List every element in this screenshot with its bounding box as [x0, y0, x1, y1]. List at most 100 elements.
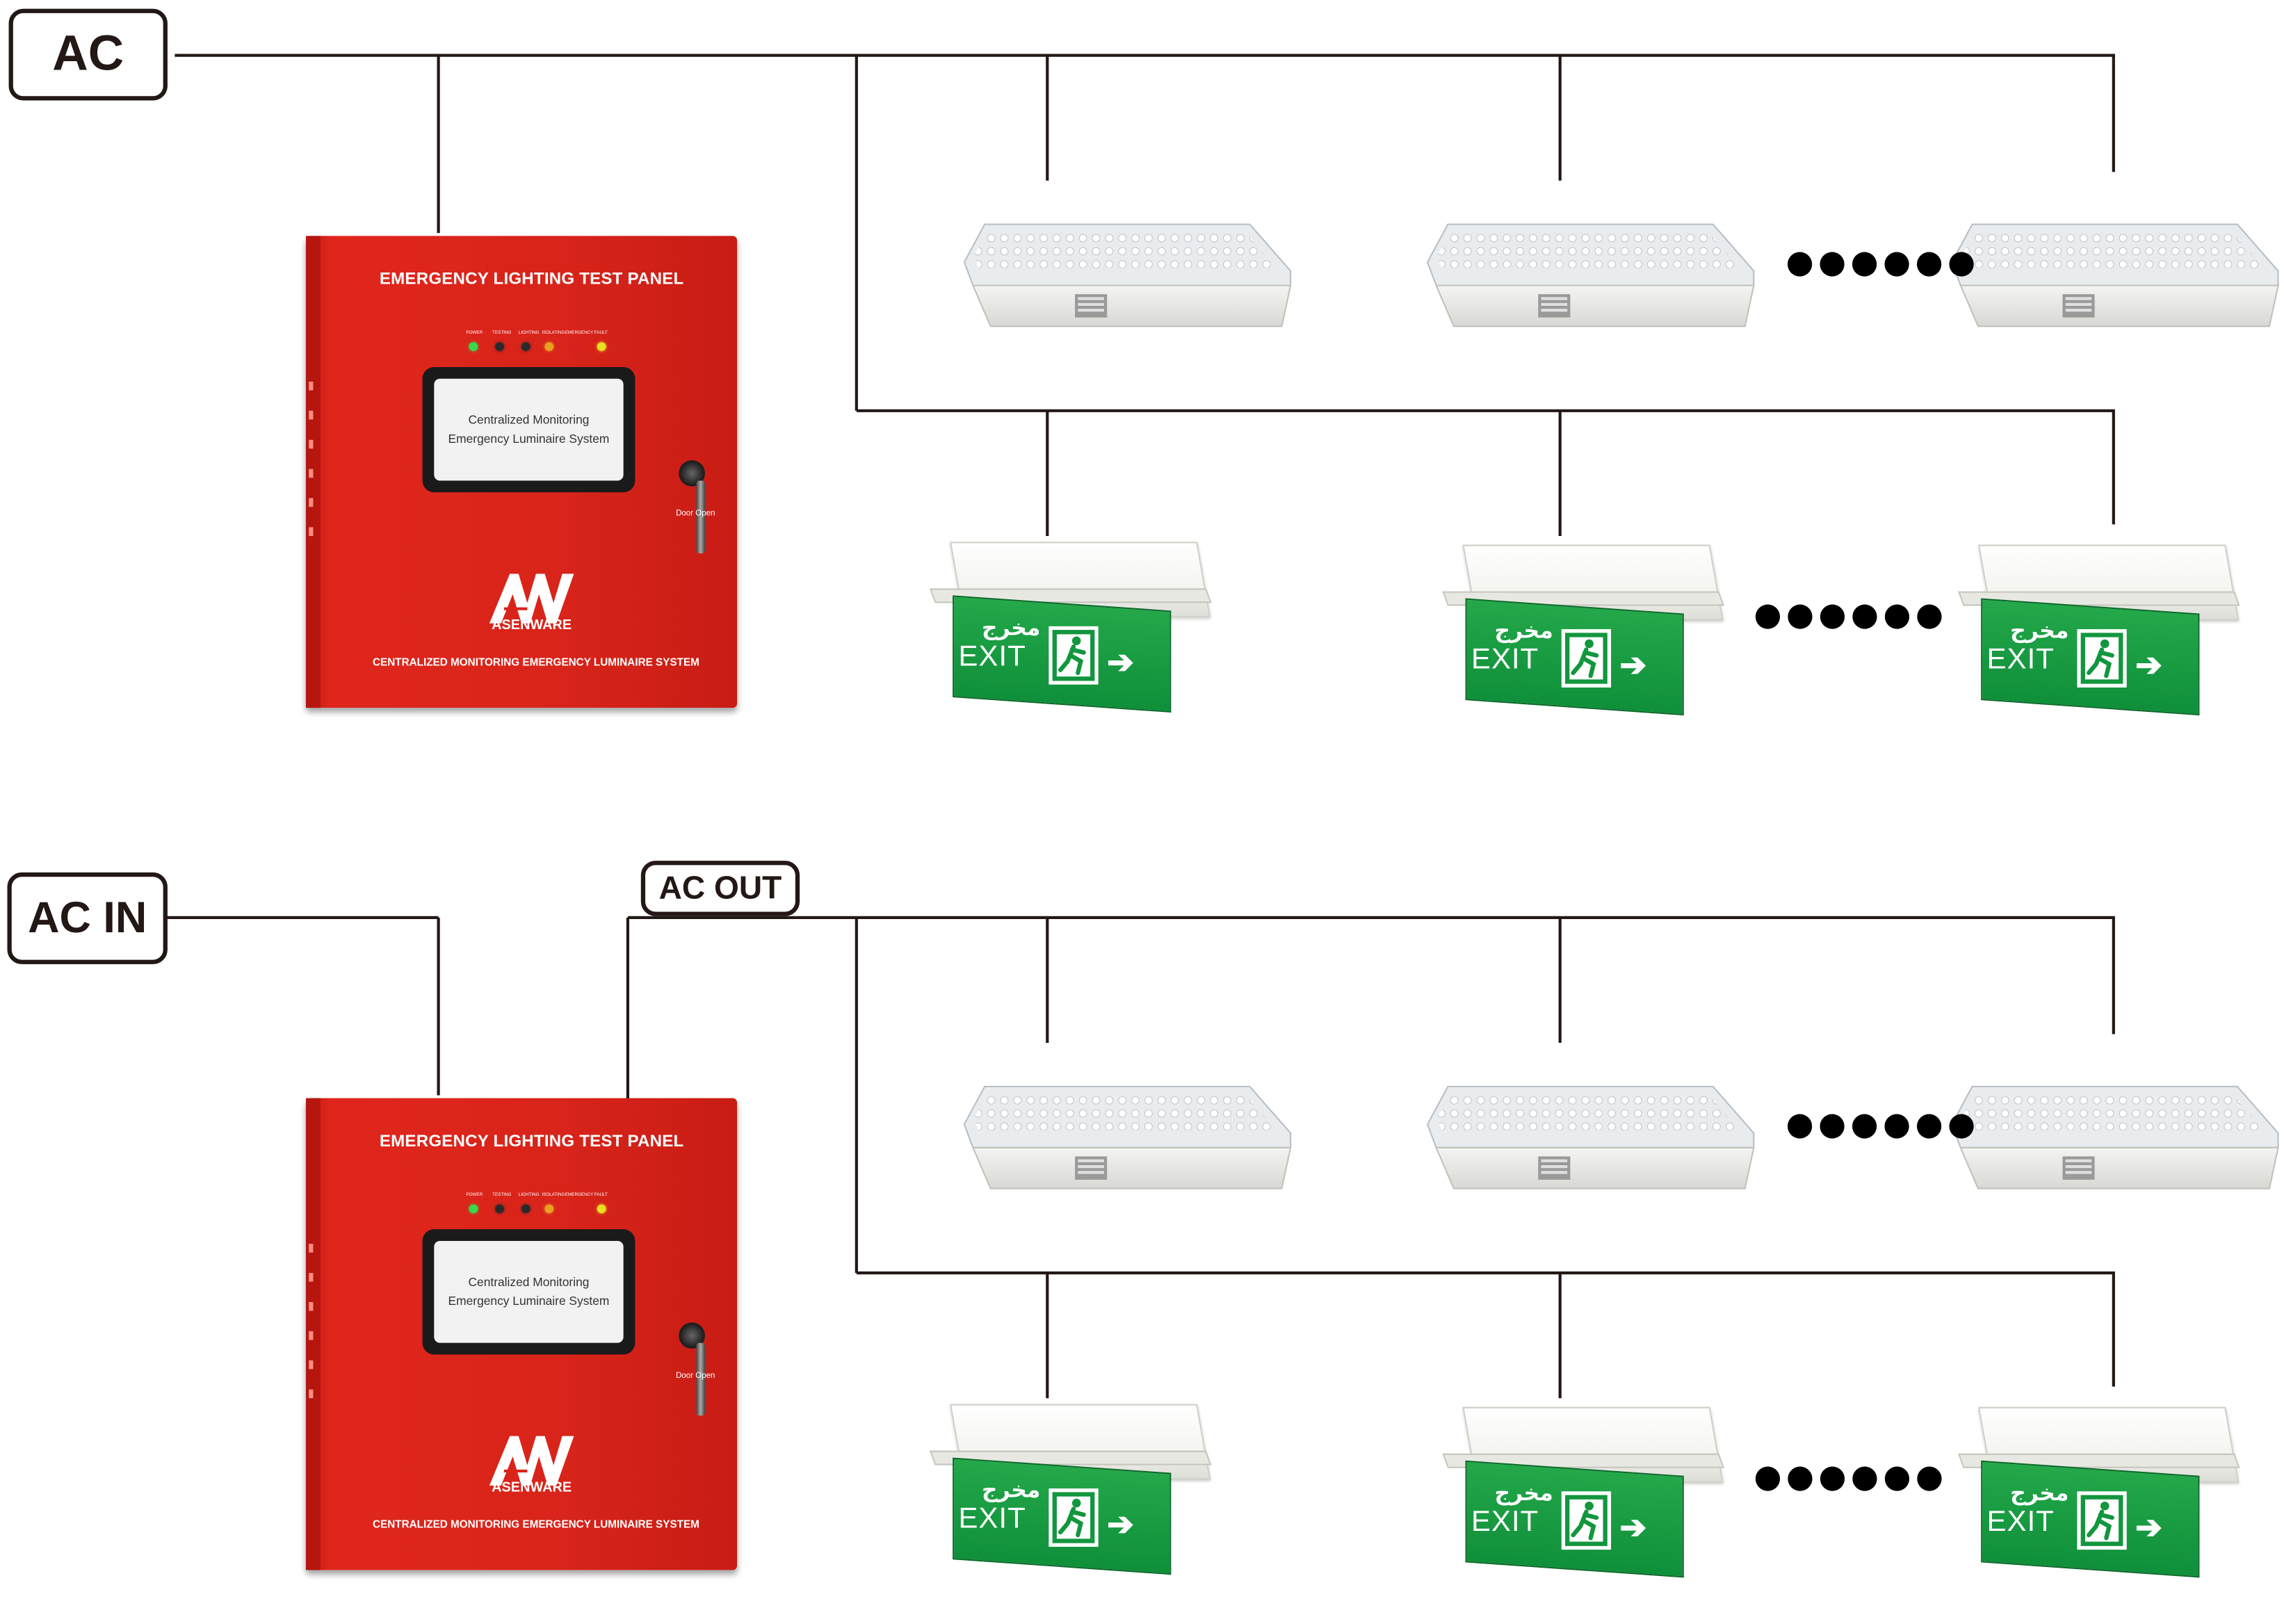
- vent-slot: [309, 1301, 314, 1311]
- running-man-icon: [2077, 629, 2127, 688]
- vent-slot: [309, 410, 314, 420]
- led-indicator: [597, 1204, 606, 1214]
- exit-text: EXIT: [1471, 1506, 1539, 1538]
- panel-screen-inner: Centralized Monitoring Emergency Luminai…: [434, 1240, 624, 1343]
- brand-name: ASENWARE: [492, 1479, 572, 1496]
- exit-text: EXIT: [958, 640, 1026, 673]
- led-label: EMERGENCY: [565, 329, 594, 335]
- brand-name: ASENWARE: [492, 617, 572, 634]
- ac-label: AC: [8, 8, 168, 101]
- door-label: Door Open: [676, 1372, 715, 1381]
- led-label: EMERGENCY: [565, 1191, 594, 1198]
- led-label: ISOLATING: [542, 329, 565, 335]
- panel-title: EMERGENCY LIGHTING TEST PANEL: [379, 1132, 684, 1151]
- led-indicator: [469, 342, 478, 351]
- vent-slot: [309, 439, 314, 449]
- asenware-logo-icon: [489, 1436, 574, 1486]
- running-man-icon: [1561, 1491, 1612, 1550]
- bulkhead-light-drawing: [1951, 223, 2279, 327]
- panel-screen-inner: Centralized Monitoring Emergency Luminai…: [434, 378, 624, 481]
- panel-title: EMERGENCY LIGHTING TEST PANEL: [379, 270, 684, 289]
- exit-sign: مخرج EXIT ➔: [929, 542, 1224, 713]
- exit-text: EXIT: [1471, 643, 1539, 676]
- right-arrow-icon: ➔: [2135, 647, 2162, 683]
- bulkhead-light-drawing: [963, 1085, 1292, 1189]
- led-indicator: [521, 1204, 530, 1214]
- key-icon: [696, 480, 705, 554]
- emergency-bulkhead-light: [1422, 218, 1757, 329]
- panel-screen: Centralized Monitoring Emergency Luminai…: [422, 366, 635, 493]
- vent-slot: [309, 527, 314, 536]
- emergency-bulkhead-light: [1946, 1080, 2281, 1191]
- right-arrow-icon: ➔: [2135, 1509, 2162, 1545]
- emergency-bulkhead-light: [959, 1080, 1294, 1191]
- led-row: POWER TESTING LIGHTING ISOLATING EMERGEN…: [457, 1189, 608, 1218]
- led-label: POWER: [466, 329, 483, 335]
- emergency-bulkhead-light: [959, 218, 1294, 329]
- running-man-icon: [1048, 626, 1099, 685]
- more-exit-signs-ellipsis: ●●●●●●: [1754, 1459, 1948, 1496]
- led-indicator: [597, 342, 606, 351]
- right-arrow-icon: ➔: [1107, 643, 1134, 681]
- vent-slot: [309, 1273, 314, 1282]
- exit-arabic-text: مخرج: [1494, 1479, 1553, 1507]
- vent-slot: [309, 498, 314, 508]
- test-panel-1: EMERGENCY LIGHTING TEST PANEL POWER TEST…: [305, 236, 743, 716]
- screen-line-1: Centralized Monitoring: [468, 412, 590, 427]
- exit-arabic-text: مخرج: [2010, 617, 2069, 644]
- screen-line-1: Centralized Monitoring: [468, 1274, 590, 1290]
- running-man-icon: [2077, 1491, 2127, 1550]
- exit-sign: مخرج EXIT ➔: [1442, 544, 1736, 716]
- exit-sign: مخرج EXIT ➔: [1958, 1406, 2252, 1578]
- led-label: TESTING: [492, 1191, 512, 1198]
- exit-text: EXIT: [1986, 643, 2055, 676]
- led-label: TESTING: [492, 329, 512, 335]
- ac-in-label: AC IN: [7, 872, 168, 964]
- running-man-icon: [1048, 1488, 1099, 1547]
- led-indicator: [495, 1204, 504, 1214]
- right-arrow-icon: ➔: [1619, 647, 1647, 683]
- led-indicator: [544, 342, 554, 351]
- exit-arabic-text: مخرج: [1494, 617, 1553, 644]
- exit-sign: مخرج EXIT ➔: [1442, 1406, 1736, 1578]
- emergency-bulkhead-light: [1946, 218, 2281, 329]
- led-label: LIGHTING: [518, 1191, 540, 1198]
- vent-slot: [309, 1389, 314, 1399]
- bulkhead-light-drawing: [1951, 1085, 2279, 1189]
- led-label: LIGHTING: [518, 329, 540, 335]
- bulkhead-light-drawing: [1426, 223, 1755, 327]
- led-indicator: [571, 342, 580, 351]
- screen-line-2: Emergency Luminaire System: [448, 1293, 610, 1308]
- emergency-bulkhead-light: [1422, 1080, 1757, 1191]
- asenware-logo-icon: [489, 574, 574, 624]
- led-indicator: [571, 1204, 580, 1214]
- test-panel-2: EMERGENCY LIGHTING TEST PANEL POWER TEST…: [305, 1098, 743, 1579]
- vent-slot: [309, 469, 314, 478]
- led-indicator: [521, 342, 530, 351]
- right-arrow-icon: ➔: [1619, 1509, 1647, 1545]
- exit-arabic-text: مخرج: [982, 1477, 1041, 1504]
- vent-slot: [309, 1331, 314, 1340]
- exit-sign: مخرج EXIT ➔: [929, 1404, 1224, 1575]
- led-indicator: [469, 1204, 478, 1214]
- exit-arabic-text: مخرج: [2010, 1479, 2069, 1507]
- led-label: POWER: [466, 1191, 483, 1198]
- panel-footer: CENTRALIZED MONITORING EMERGENCY LUMINAI…: [372, 1517, 699, 1531]
- panel-screen: Centralized Monitoring Emergency Luminai…: [422, 1229, 635, 1355]
- led-indicator: [495, 342, 504, 351]
- led-label: FAULT: [594, 1191, 608, 1198]
- more-exit-signs-ellipsis: ●●●●●●: [1754, 596, 1948, 634]
- vent-slot: [309, 381, 314, 391]
- key-icon: [696, 1342, 705, 1416]
- led-indicator: [544, 1204, 554, 1214]
- exit-text: EXIT: [958, 1503, 1026, 1536]
- right-arrow-icon: ➔: [1107, 1506, 1134, 1543]
- exit-text: EXIT: [1986, 1506, 2055, 1538]
- more-lights-ellipsis: ●●●●●●: [1785, 244, 1980, 282]
- running-man-icon: [1561, 629, 1612, 688]
- ac-out-label: AC OUT: [640, 861, 800, 916]
- screen-line-2: Emergency Luminaire System: [448, 431, 610, 446]
- bulkhead-light-drawing: [1426, 1085, 1755, 1189]
